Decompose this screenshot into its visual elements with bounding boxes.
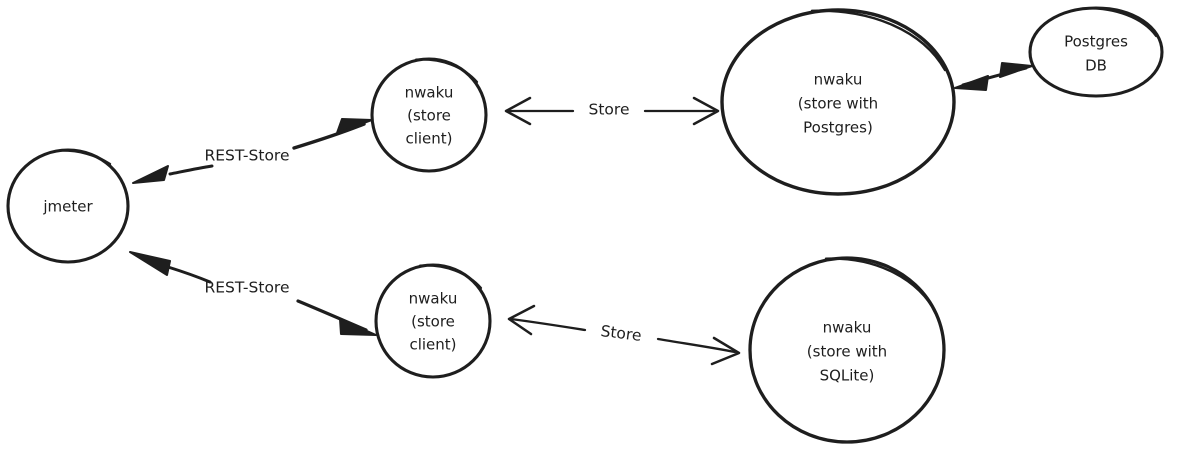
- node-postgres-db[interactable]: Postgres DB: [1028, 6, 1164, 98]
- node-store-client-top[interactable]: nwaku (store client): [370, 57, 488, 173]
- edge-rest-store-bottom[interactable]: REST-Store: [129, 251, 377, 336]
- postgres-db-ellipse: [1028, 6, 1164, 98]
- rest-store-top-line-left: [168, 164, 214, 176]
- store-sqlite-label-line2: (store with: [807, 343, 887, 361]
- store-client-bottom-label-line2: (store: [411, 313, 455, 331]
- store-sqlite-overdraw: [824, 257, 939, 317]
- rest-store-top-line-right: [292, 122, 366, 150]
- node-store-sqlite[interactable]: nwaku (store with SQLite): [748, 256, 946, 444]
- store-client-top-label-line3: client): [405, 130, 452, 148]
- store-top-arrowhead-right: [692, 96, 720, 126]
- rest-store-top-arrowhead-client: [336, 118, 373, 134]
- store-sqlite-circle: [748, 256, 946, 444]
- edge-store-top[interactable]: Store: [504, 96, 720, 126]
- store-postgres-overdraw: [810, 9, 947, 72]
- rest-store-top-label: REST-Store: [204, 147, 289, 165]
- edge-postgres-db-link[interactable]: [954, 62, 1033, 91]
- postgres-db-link-arrowhead-left: [954, 75, 989, 91]
- store-postgres-ellipse: [720, 8, 956, 196]
- store-client-bottom-label-line3: client): [409, 336, 456, 354]
- store-client-bottom-label-line1: nwaku: [409, 290, 458, 308]
- store-bottom-label: Store: [600, 322, 643, 345]
- store-sqlite-label-line1: nwaku: [823, 319, 872, 337]
- store-bottom-arrowhead-right: [710, 336, 741, 366]
- postgres-db-label-line1: Postgres: [1064, 33, 1128, 51]
- node-store-postgres[interactable]: nwaku (store with Postgres): [720, 8, 956, 196]
- store-bottom-line-right: [656, 337, 737, 354]
- store-client-top-label-line2: (store: [407, 107, 451, 125]
- edge-store-bottom[interactable]: Store: [507, 304, 741, 366]
- postgres-db-overdraw: [1079, 7, 1158, 38]
- store-postgres-label-line3: Postgres): [803, 119, 873, 137]
- rest-store-bottom-arrowhead-jmeter: [129, 251, 171, 276]
- postgres-db-label-line2: DB: [1085, 57, 1107, 75]
- rest-store-bottom-label: REST-Store: [204, 279, 289, 297]
- store-postgres-label-line1: nwaku: [814, 71, 863, 89]
- store-client-top-overdraw: [414, 58, 479, 84]
- store-postgres-label-line2: (store with: [798, 95, 878, 113]
- rest-store-top-arrowhead-jmeter: [132, 165, 169, 184]
- jmeter-circle-overdraw: [58, 149, 112, 166]
- edge-rest-store-top[interactable]: REST-Store: [132, 118, 373, 184]
- rest-store-bottom-arrowhead-client: [339, 318, 377, 336]
- store-sqlite-label-line3: SQLite): [820, 367, 875, 385]
- node-jmeter[interactable]: jmeter: [6, 148, 130, 264]
- store-top-label: Store: [589, 101, 630, 119]
- store-top-arrowhead-left: [504, 96, 532, 126]
- node-store-client-bottom[interactable]: nwaku (store client): [374, 263, 492, 379]
- rest-store-bottom-line-left: [166, 265, 212, 284]
- store-bottom-arrowhead-left: [507, 304, 536, 336]
- store-bottom-line-left: [509, 317, 587, 332]
- postgres-db-link-arrowhead-right: [999, 62, 1033, 78]
- jmeter-label: jmeter: [42, 198, 93, 216]
- store-client-top-label-line1: nwaku: [405, 84, 454, 102]
- store-client-bottom-overdraw: [418, 264, 483, 290]
